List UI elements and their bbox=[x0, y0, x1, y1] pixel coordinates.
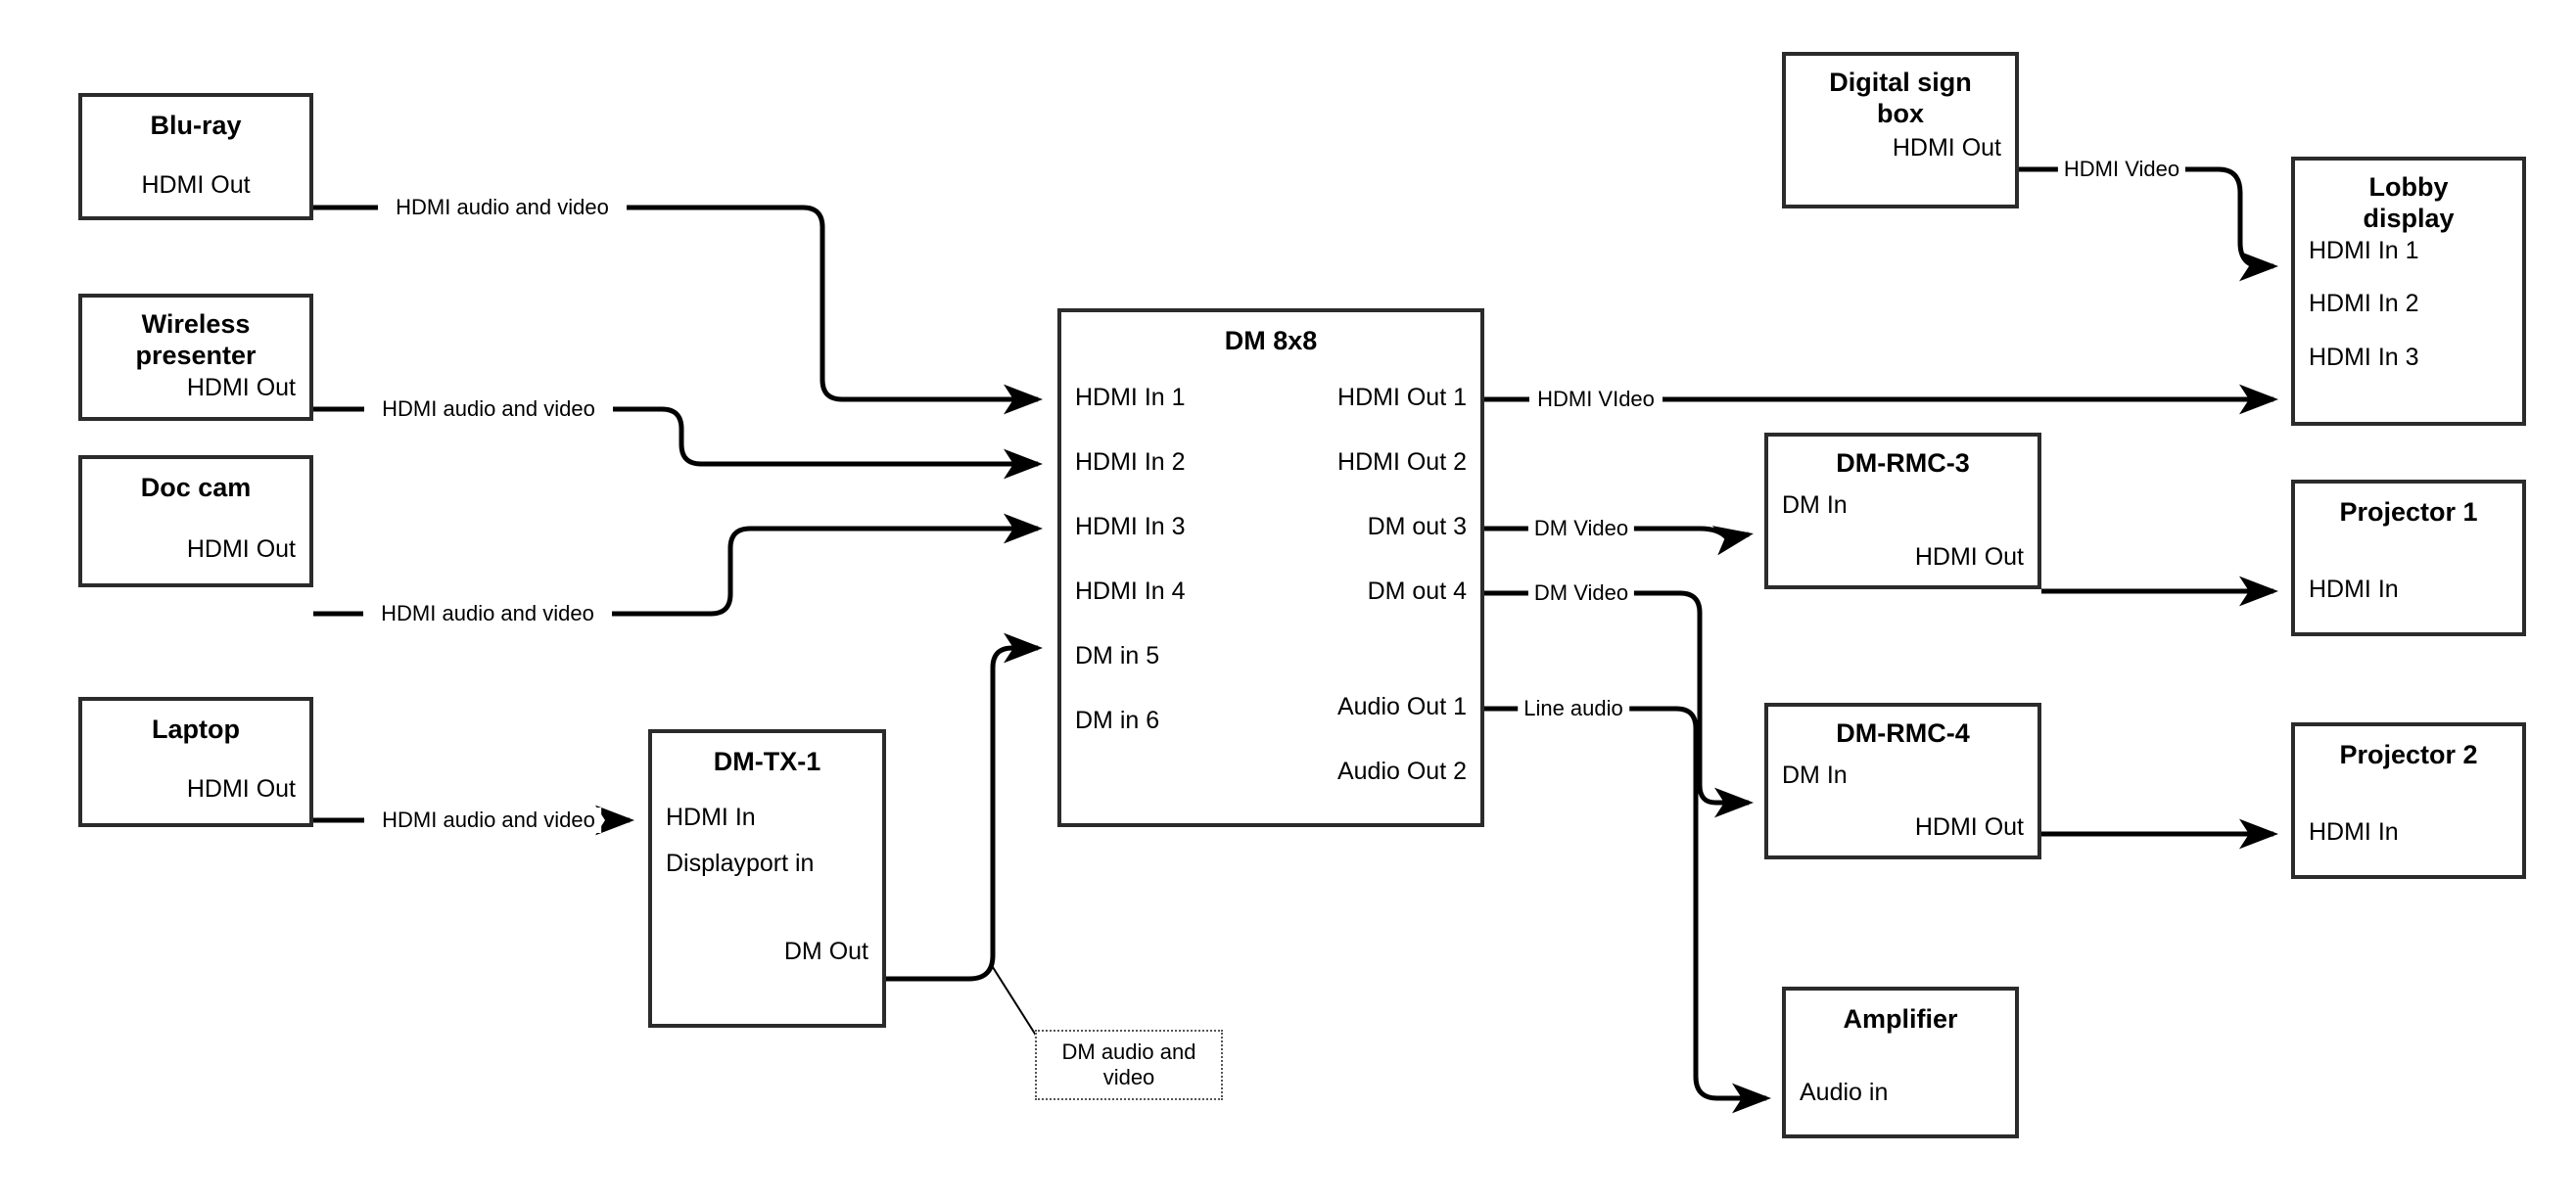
node-wireless-presenter[interactable]: Wireless presenter HDMI Out bbox=[78, 294, 313, 421]
node-amplifier-title: Amplifier bbox=[1843, 1004, 1958, 1034]
node-dm-tx-1-port-hdmi-in: HDMI In bbox=[666, 803, 756, 831]
wire-dmout4-rmc4b bbox=[1632, 590, 1754, 818]
node-bluray[interactable]: Blu-ray HDMI Out bbox=[78, 93, 313, 220]
wire-wireless-hdmiin2b bbox=[613, 406, 1043, 480]
node-dm-8x8-in-hdmi-2: HDMI In 2 bbox=[1075, 447, 1186, 476]
node-dm-8x8-out-dm-4: DM out 4 bbox=[1367, 577, 1467, 605]
node-dm-rmc-4-port-hdmi-out: HDMI Out bbox=[1914, 812, 2024, 841]
node-dm-tx-1-title: DM-TX-1 bbox=[713, 747, 821, 776]
wire-dmout3-rmc3b bbox=[1632, 526, 1754, 556]
edge-label-wireless-presenter: HDMI audio and video bbox=[376, 396, 601, 422]
node-dm-rmc-4[interactable]: DM-RMC-4 DM In HDMI Out bbox=[1764, 703, 2041, 859]
wire-audioout1-ampb bbox=[1617, 706, 1771, 1114]
node-dm-rmc-4-title: DM-RMC-4 bbox=[1836, 718, 1970, 748]
wire-tx-dmin5 bbox=[886, 632, 1043, 982]
node-lobby-display-port-hdmi-in-3: HDMI In 3 bbox=[2309, 344, 2419, 372]
node-dm-8x8-in-dm-5: DM in 5 bbox=[1075, 641, 1160, 670]
node-bluray-title: Blu-ray bbox=[150, 111, 242, 140]
node-projector-1-port-hdmi-in: HDMI In bbox=[2309, 575, 2399, 603]
node-lobby-display-port-hdmi-in-1: HDMI In 1 bbox=[2309, 236, 2419, 264]
node-laptop-title: Laptop bbox=[152, 715, 240, 744]
node-projector-2[interactable]: Projector 2 HDMI In bbox=[2291, 722, 2526, 879]
node-dm-8x8-out-audio-2: Audio Out 2 bbox=[1336, 757, 1467, 785]
node-dm-8x8-in-hdmi-1: HDMI In 1 bbox=[1075, 383, 1186, 411]
node-projector-2-title: Projector 2 bbox=[2339, 740, 2478, 769]
node-projector-1[interactable]: Projector 1 HDMI In bbox=[2291, 480, 2526, 636]
edge-label-laptop: HDMI audio and video bbox=[376, 808, 601, 833]
node-dm-rmc-3[interactable]: DM-RMC-3 DM In HDMI Out bbox=[1764, 433, 2041, 589]
wire-bluray-hdmiin1b bbox=[627, 205, 1043, 415]
node-projector-1-title: Projector 1 bbox=[2339, 497, 2478, 527]
node-dm-8x8-out-audio-1: Audio Out 1 bbox=[1336, 692, 1467, 720]
annotation-dm-audio-and-video-text: DM audio and video bbox=[1061, 1039, 1196, 1089]
node-wireless-presenter-port-hdmi-out: HDMI Out bbox=[186, 373, 296, 401]
node-dm-rmc-4-port-dm-in: DM In bbox=[1782, 761, 1848, 789]
leader-dm-audio-video bbox=[990, 963, 1041, 1042]
annotation-dm-audio-and-video: DM audio and video bbox=[1035, 1030, 1223, 1100]
node-dm-tx-1-port-dm-out: DM Out bbox=[783, 938, 868, 966]
node-dm-rmc-3-title: DM-RMC-3 bbox=[1836, 448, 1970, 478]
node-projector-2-port-hdmi-in: HDMI In bbox=[2309, 817, 2399, 846]
node-dm-rmc-3-port-hdmi-out: HDMI Out bbox=[1914, 542, 2024, 571]
node-dm-8x8-in-dm-6: DM in 6 bbox=[1075, 706, 1160, 734]
node-laptop[interactable]: Laptop HDMI Out bbox=[78, 697, 313, 827]
wire-sign-lobby1b bbox=[2179, 166, 2278, 282]
node-dm-8x8-out-hdmi-1: HDMI Out 1 bbox=[1337, 383, 1467, 411]
node-dm-8x8[interactable]: DM 8x8 HDMI In 1 HDMI In 2 HDMI In 3 HDM… bbox=[1057, 308, 1484, 827]
edge-label-hdmi-video-sign: HDMI Video bbox=[2057, 157, 2186, 182]
node-dm-8x8-in-hdmi-4: HDMI In 4 bbox=[1075, 577, 1186, 605]
node-digital-sign-box-title: Digital sign box bbox=[1829, 68, 1972, 128]
node-digital-sign-box-port-hdmi-out: HDMI Out bbox=[1892, 133, 2001, 162]
node-doc-cam-title: Doc cam bbox=[140, 473, 252, 502]
node-digital-sign-box[interactable]: Digital sign box HDMI Out bbox=[1782, 52, 2019, 208]
edge-label-hdmi-video-out1: HDMI VIdeo bbox=[1531, 387, 1661, 412]
node-doc-cam[interactable]: Doc cam HDMI Out bbox=[78, 455, 313, 587]
node-dm-tx-1-port-displayport-in: Displayport in bbox=[666, 849, 815, 877]
node-laptop-port-hdmi-out: HDMI Out bbox=[186, 774, 296, 803]
node-wireless-presenter-title: Wireless presenter bbox=[135, 309, 257, 370]
edge-label-doc-cam: HDMI audio and video bbox=[375, 601, 600, 626]
edge-label-dm-video-3: DM Video bbox=[1527, 516, 1635, 541]
edge-label-dm-video-4: DM Video bbox=[1527, 580, 1635, 606]
node-dm-8x8-title: DM 8x8 bbox=[1224, 326, 1318, 355]
edge-label-line-audio: Line audio bbox=[1518, 696, 1629, 721]
node-amplifier-port-audio-in: Audio in bbox=[1800, 1078, 1889, 1106]
node-lobby-display-title: Lobby display bbox=[2363, 172, 2455, 233]
node-dm-tx-1[interactable]: DM-TX-1 HDMI In Displayport in DM Out bbox=[648, 729, 886, 1028]
edge-label-bluray: HDMI audio and video bbox=[390, 195, 615, 220]
node-dm-rmc-3-port-dm-in: DM In bbox=[1782, 490, 1848, 519]
node-lobby-display[interactable]: Lobby display HDMI In 1 HDMI In 2 HDMI I… bbox=[2291, 157, 2526, 426]
node-amplifier[interactable]: Amplifier Audio in bbox=[1782, 987, 2019, 1138]
node-bluray-port-hdmi-out: HDMI Out bbox=[141, 170, 251, 199]
node-lobby-display-port-hdmi-in-2: HDMI In 2 bbox=[2309, 290, 2419, 318]
node-doc-cam-port-hdmi-out: HDMI Out bbox=[186, 534, 296, 563]
node-dm-8x8-in-hdmi-3: HDMI In 3 bbox=[1075, 512, 1186, 540]
wire-doccam-hdmiin3b bbox=[612, 513, 1043, 617]
node-dm-8x8-out-hdmi-2: HDMI Out 2 bbox=[1337, 447, 1467, 476]
node-dm-8x8-out-dm-3: DM out 3 bbox=[1367, 512, 1467, 540]
